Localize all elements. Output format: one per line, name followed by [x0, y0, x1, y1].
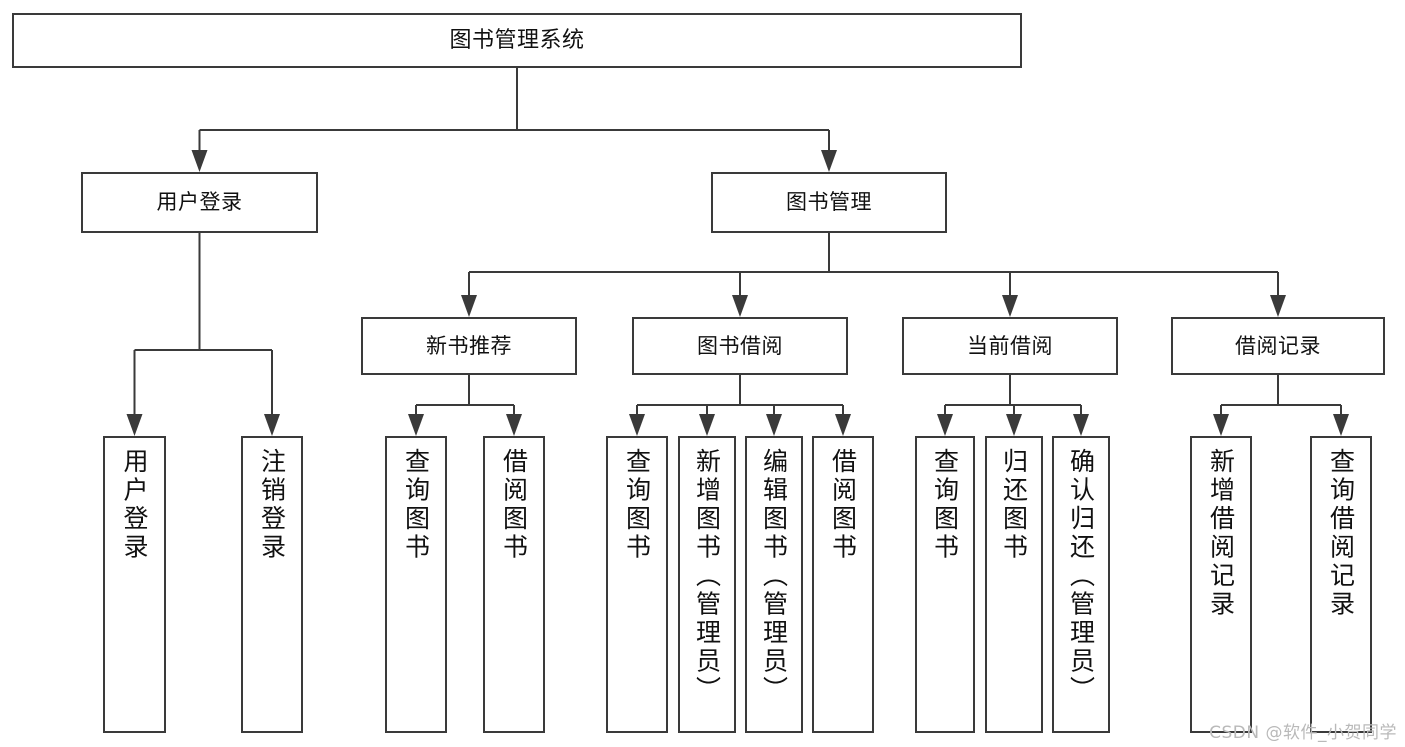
arrowhead-icon: [766, 414, 782, 436]
node-leaf-new-1[interactable]: 查询图书: [385, 436, 447, 733]
node-label: 借阅记录: [1235, 333, 1321, 358]
node-label: 查询图书: [622, 448, 652, 562]
arrowhead-icon: [699, 414, 715, 436]
node-leaf-borrow-3[interactable]: 编辑图书（管理员）: [745, 436, 803, 733]
arrowhead-icon: [1213, 414, 1229, 436]
arrowhead-icon: [629, 414, 645, 436]
node-newbook[interactable]: 新书推荐: [361, 317, 577, 375]
arrowhead-icon: [1002, 295, 1018, 317]
node-label: 图书管理: [786, 190, 872, 215]
arrowhead-icon: [732, 295, 748, 317]
node-label: 查询图书: [401, 448, 431, 562]
node-leaf-cur-3[interactable]: 确认归还（管理员）: [1052, 436, 1110, 733]
node-label: 新增借阅记录: [1206, 448, 1236, 619]
node-label: 当前借阅: [967, 333, 1053, 358]
node-current[interactable]: 当前借阅: [902, 317, 1118, 375]
node-label: 确认归还（管理员）: [1066, 448, 1096, 705]
node-login[interactable]: 用户登录: [81, 172, 318, 233]
node-records[interactable]: 借阅记录: [1171, 317, 1385, 375]
arrowhead-icon: [408, 414, 424, 436]
arrowhead-icon: [821, 150, 837, 172]
node-label: 注销登录: [257, 448, 287, 562]
arrowhead-icon: [1270, 295, 1286, 317]
node-label: 新增图书（管理员）: [692, 448, 722, 705]
node-leaf-new-2[interactable]: 借阅图书: [483, 436, 545, 733]
node-label: 查询图书: [930, 448, 960, 562]
node-label: 图书借阅: [697, 333, 783, 358]
node-leaf-rec-1[interactable]: 新增借阅记录: [1190, 436, 1252, 733]
arrowhead-icon: [191, 150, 208, 172]
node-leaf-rec-2[interactable]: 查询借阅记录: [1310, 436, 1372, 733]
node-label: 借阅图书: [828, 448, 858, 562]
node-root[interactable]: 图书管理系统: [12, 13, 1022, 68]
node-label: 编辑图书（管理员）: [759, 448, 789, 705]
arrowhead-icon: [461, 295, 477, 317]
node-bookmgmt[interactable]: 图书管理: [711, 172, 947, 233]
watermark-label: CSDN @软件_小贺同学: [1209, 723, 1397, 743]
node-label: 借阅图书: [499, 448, 529, 562]
arrowhead-icon: [835, 414, 851, 436]
arrowhead-icon: [1333, 414, 1349, 436]
node-leaf-borrow-4[interactable]: 借阅图书: [812, 436, 874, 733]
node-label: 用户登录: [156, 190, 243, 215]
arrowhead-icon: [937, 414, 953, 436]
node-label: 新书推荐: [426, 333, 512, 358]
node-label: 用户登录: [120, 448, 149, 562]
arrowhead-icon: [506, 414, 522, 436]
arrowhead-icon: [126, 414, 143, 436]
arrowhead-icon: [1006, 414, 1022, 436]
node-label: 图书管理系统: [449, 27, 585, 53]
node-leaf-login-2[interactable]: 注销登录: [241, 436, 303, 733]
node-label: 归还图书: [999, 448, 1029, 562]
node-borrow[interactable]: 图书借阅: [632, 317, 848, 375]
node-leaf-borrow-1[interactable]: 查询图书: [606, 436, 668, 733]
arrowhead-icon: [264, 414, 280, 436]
node-leaf-borrow-2[interactable]: 新增图书（管理员）: [678, 436, 736, 733]
node-leaf-cur-2[interactable]: 归还图书: [985, 436, 1043, 733]
node-leaf-cur-1[interactable]: 查询图书: [915, 436, 975, 733]
node-leaf-login-1[interactable]: 用户登录: [103, 436, 166, 733]
arrowhead-icon: [1073, 414, 1089, 436]
node-label: 查询借阅记录: [1326, 448, 1356, 619]
